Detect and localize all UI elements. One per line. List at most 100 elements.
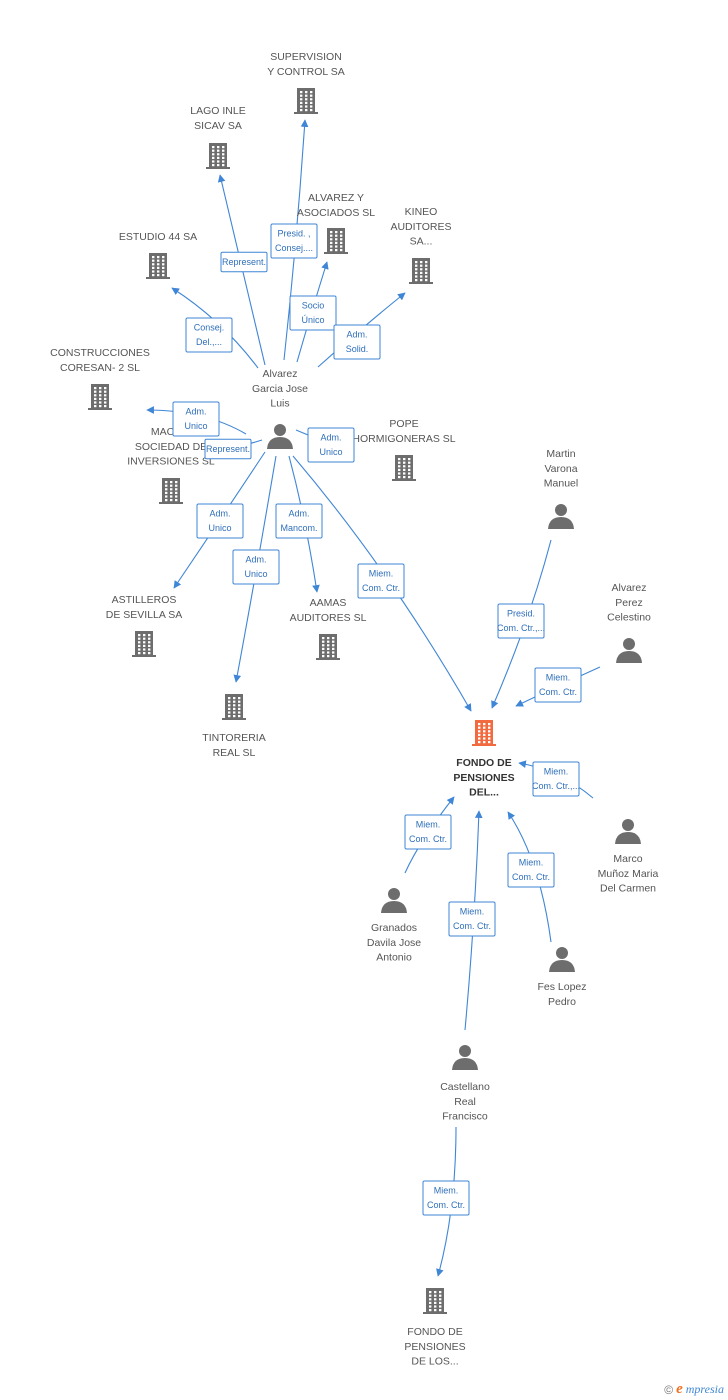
building-window	[398, 468, 401, 471]
edge-label[interactable]: Miem.Com. Ctr.	[404, 814, 452, 850]
building-window	[99, 394, 102, 397]
building-window	[175, 484, 178, 487]
edge-label[interactable]: Consej.Del.,...	[185, 317, 233, 353]
edge-label-box	[534, 667, 582, 703]
building-window	[228, 715, 231, 718]
node-label: Marco	[613, 853, 642, 865]
node-estudio44[interactable]: ESTUDIO 44 SA	[119, 231, 197, 279]
building-window	[488, 733, 491, 736]
node-label: PENSIONES	[453, 772, 514, 784]
person-icon	[549, 947, 575, 972]
building-window	[415, 271, 418, 274]
building-window	[238, 711, 241, 714]
edge-label[interactable]: Represent.	[220, 251, 268, 273]
building-window	[170, 491, 173, 494]
node-label: CORESAN- 2 SL	[60, 362, 140, 374]
person-head	[555, 504, 567, 516]
building-window	[429, 1301, 432, 1304]
building-window	[217, 156, 220, 159]
building-window	[222, 146, 225, 149]
edge-label-text: Com. Ctr.	[453, 921, 491, 931]
edge-label-text: Adm.	[245, 555, 266, 565]
edge-label[interactable]: Adm.Unico	[232, 549, 280, 585]
edge-label[interactable]: Adm.Mancom.	[275, 503, 323, 539]
edge-label-text: Miem.	[519, 858, 544, 868]
edge-label[interactable]: Miem.Com. Ctr.	[448, 901, 496, 937]
building-icon	[88, 384, 112, 410]
building-window	[478, 723, 481, 726]
person-body	[548, 517, 574, 529]
edge-label[interactable]: Adm.Solid.	[333, 324, 381, 360]
building-window	[488, 730, 491, 733]
person-head	[556, 947, 568, 959]
building-base	[392, 479, 416, 481]
edge-label[interactable]: Adm.Unico	[172, 401, 220, 437]
building-window	[434, 1309, 437, 1312]
edge-label[interactable]: Miem.Com. Ctr.	[534, 667, 582, 703]
building-window	[143, 641, 146, 644]
building-window	[340, 241, 343, 244]
building-window	[233, 700, 236, 703]
edge-label[interactable]: Presid.Com. Ctr.,...	[497, 603, 545, 639]
node-label: INVERSIONES SL	[127, 456, 215, 468]
node-label: Davila Jose	[367, 937, 421, 949]
edge-label-text: Adm.	[320, 433, 341, 443]
building-window	[138, 641, 141, 644]
edge-label-text: Presid.	[507, 609, 535, 619]
edge-label[interactable]: Adm.Unico	[196, 503, 244, 539]
building-window	[403, 465, 406, 468]
edge-label[interactable]: Miem.Com. Ctr.	[507, 852, 555, 888]
building-window	[415, 261, 418, 264]
building-window	[104, 397, 107, 400]
building-window	[332, 651, 335, 654]
node-label: Real	[454, 1096, 476, 1108]
building-window	[300, 109, 303, 112]
building-window	[478, 726, 481, 729]
edge-label[interactable]: Presid. ,Consej....	[270, 223, 318, 259]
building-icon	[294, 88, 318, 114]
edge-label[interactable]: Adm.Unico	[307, 427, 355, 463]
building-window	[212, 149, 215, 152]
building-window	[94, 387, 97, 390]
node-label: Manuel	[544, 478, 578, 490]
building-window	[143, 652, 146, 655]
building-window	[162, 263, 165, 266]
edge-label-text: Adm.	[209, 509, 230, 519]
edge-label[interactable]: Miem.Com. Ctr.	[357, 563, 405, 599]
building-window	[233, 715, 236, 718]
building-window	[212, 160, 215, 163]
building-window	[403, 461, 406, 464]
building-window	[420, 264, 423, 267]
person-icon	[452, 1045, 478, 1070]
edge-label[interactable]: Miem.Com. Ctr.,...	[532, 761, 580, 797]
edge-label[interactable]: Miem.Com. Ctr.	[422, 1180, 470, 1216]
building-window	[165, 488, 168, 491]
edge-label[interactable]: Represent.	[204, 438, 252, 460]
building-icon	[222, 694, 246, 720]
person-icon	[267, 424, 293, 449]
node-kineo[interactable]: KINEOAUDITORESSA...	[390, 206, 452, 284]
edge-label-text: Consej....	[275, 243, 313, 253]
node-label: POPE	[389, 418, 418, 430]
node-fondo_del[interactable]: FONDO DEPENSIONESDEL...	[453, 720, 515, 799]
edge-label-box	[497, 603, 545, 639]
edge-label-text: Com. Ctr.	[409, 834, 447, 844]
